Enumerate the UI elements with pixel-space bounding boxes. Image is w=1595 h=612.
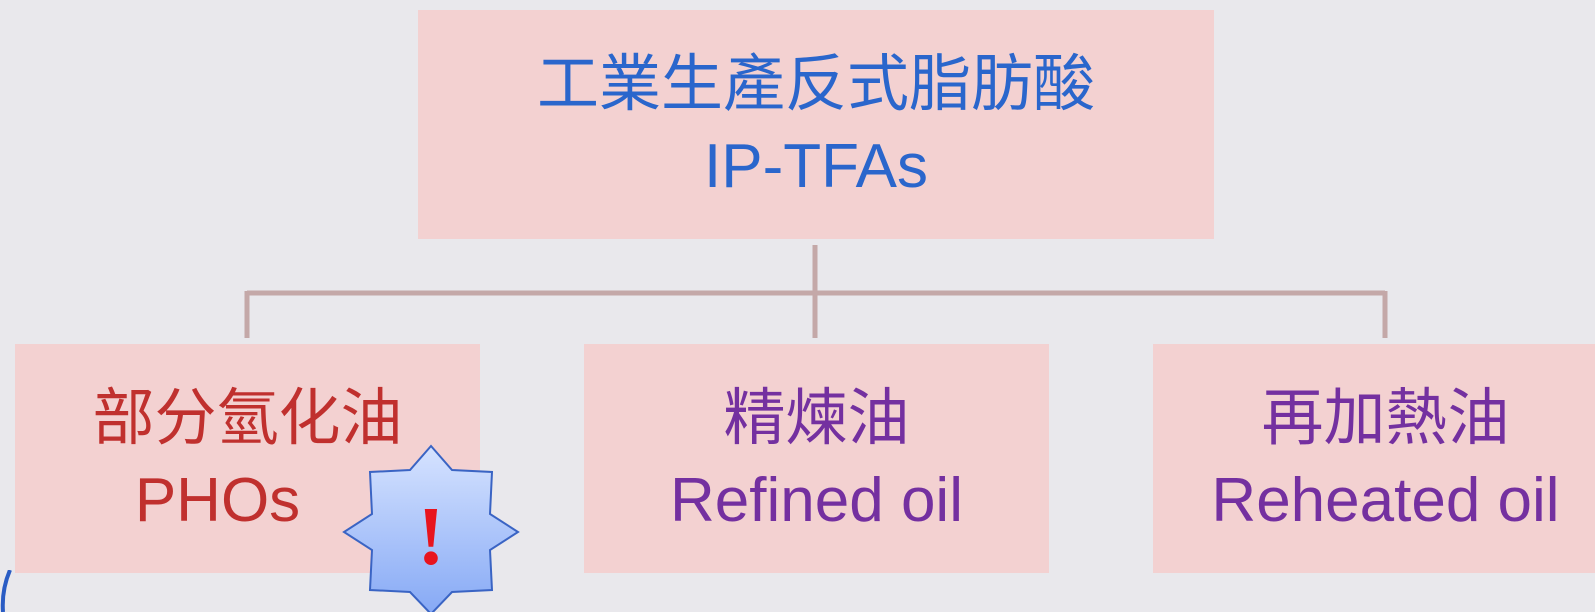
child-node-reheated-oil: 再加熱油 Reheated oil xyxy=(1153,344,1595,573)
child-phos-label-en: PHOs xyxy=(134,466,301,536)
warning-star-shape xyxy=(342,444,520,612)
child-refined-label-en: Refined oil xyxy=(670,466,963,536)
exclamation-star-icon: ! xyxy=(342,444,520,612)
warning-exclamation-mark: ! xyxy=(417,490,445,583)
child-node-phos: 部分氫化油 PHOs xyxy=(15,344,480,573)
child-reheated-label-en: Reheated oil xyxy=(1211,466,1560,536)
child-refined-label-zh: 精煉油 xyxy=(723,380,910,454)
root-title-en: IP-TFAs xyxy=(704,132,928,202)
left-edge-arc-decoration xyxy=(0,570,12,612)
child-node-refined-oil: 精煉油 Refined oil xyxy=(584,344,1049,573)
root-node-ip-tfas: 工業生產反式脂肪酸 IP-TFAs xyxy=(418,10,1214,239)
root-title-zh: 工業生產反式脂肪酸 xyxy=(536,46,1095,120)
child-reheated-label-zh: 再加熱油 xyxy=(1261,380,1510,454)
child-phos-label-zh: 部分氫化油 xyxy=(92,380,403,454)
